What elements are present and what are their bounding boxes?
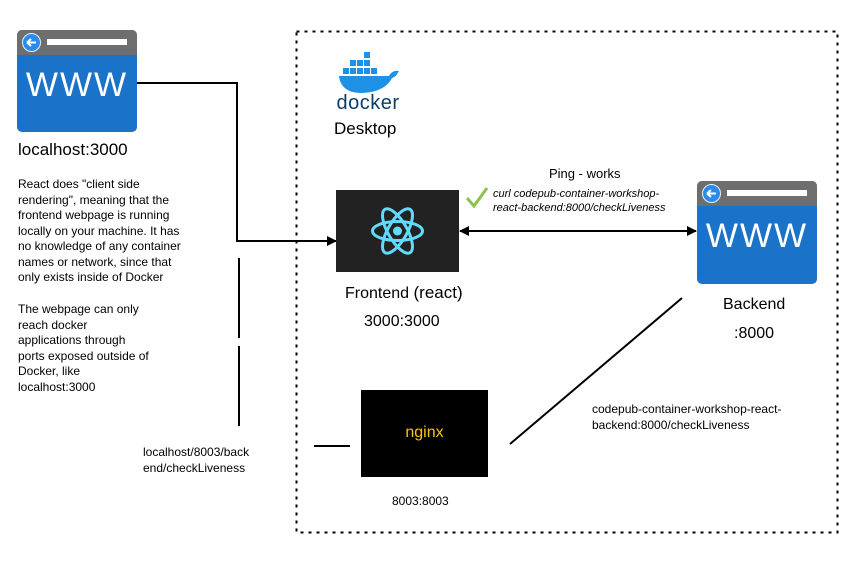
docker-whale-icon [339,52,399,93]
frontend-ports: 3000:3000 [364,313,440,330]
docker-boundary [295,30,839,534]
note-line: frontend webpage is running [18,208,170,222]
back-arrow-icon [22,33,41,52]
ping-command: curl codepub-container-workshop- react-b… [493,187,665,215]
frontend-label-suffix: (react) [413,283,463,302]
checkmark-icon [465,187,489,209]
client-side-note: React does "client side rendering", mean… [18,177,181,286]
back-arrow-icon [702,184,721,203]
backend-url: codepub-container-workshop-react- backen… [592,401,781,433]
note-line: rendering", meaning that the [18,192,170,207]
note-line: names or network, since that [18,254,172,269]
frontend-react-tile [336,190,459,272]
local-browser-caption: localhost:3000 [18,140,128,159]
note-line: The webpage can only [18,302,139,316]
ping-title: Ping - works [549,166,621,181]
note-line: Docker, like [18,364,81,378]
nginx-url: localhost/8003/back end/checkLiveness [143,444,249,476]
ping-command-line: curl codepub-container-workshop- [493,188,660,200]
note-line: locally on your machine. It has [18,223,180,238]
www-text: WWW [705,217,809,255]
docker-logo: docker [336,50,402,120]
backend-ports: :8000 [734,325,775,342]
docker-desktop-label: Desktop [334,119,397,138]
note-line: applications through [18,333,126,347]
nginx-url-line: end/checkLiveness [143,461,246,475]
note-line: ports exposed outside of [18,348,149,363]
backend-browser-icon: WWW [697,181,817,284]
note-line: localhost:3000 [18,379,96,394]
note-line: only exists inside of Docker [18,270,164,284]
nginx-url-line: localhost/8003/back [143,445,250,459]
nginx-tile: nginx [361,390,488,477]
backend-label: Backend [723,296,786,313]
frontend-label: Frontend (react) [345,283,463,303]
backend-nginx-line [509,297,683,445]
note-line: no knowledge of any container [18,239,181,253]
port-exposure-note: The webpage can only reach docker applic… [18,302,149,395]
ping-command-line: react-backend:8000/checkLiveness [493,202,666,214]
note-line: reach docker [18,317,88,332]
nginx-ports: 8003:8003 [392,494,449,508]
backend-url-line: backend:8000/checkLiveness [592,418,750,432]
browser-to-frontend-arrow [137,82,337,246]
backend-url-line: codepub-container-workshop-react- [592,402,782,416]
www-text: WWW [25,66,129,104]
frontend-label-text: Frontend [345,285,410,302]
local-browser-icon: WWW [17,30,137,132]
nginx-label: nginx [405,424,444,441]
note-line: React does "client side [18,177,140,191]
docker-wordmark: docker [336,92,400,114]
react-icon [371,207,424,255]
